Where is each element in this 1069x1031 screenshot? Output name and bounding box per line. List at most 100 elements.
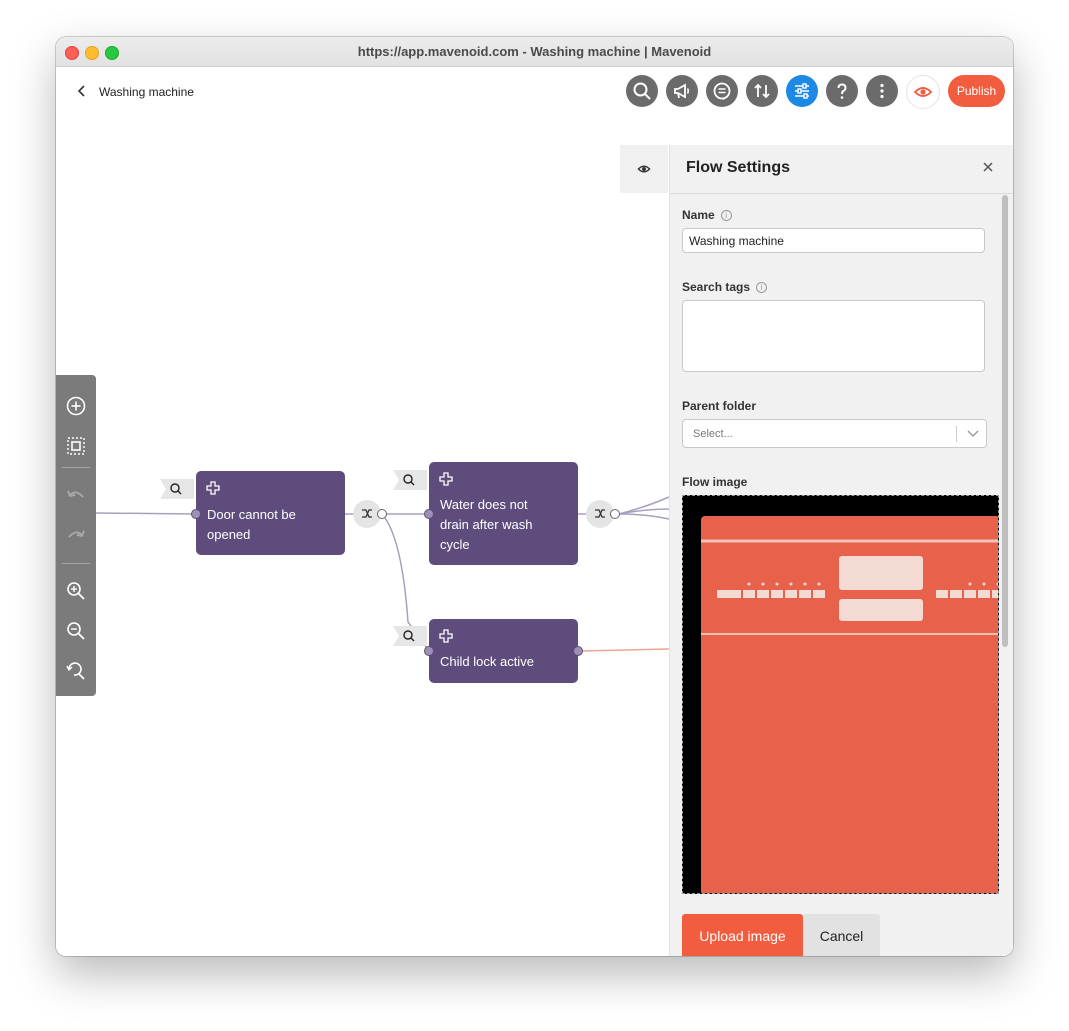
close-window-button[interactable] bbox=[65, 46, 79, 60]
megaphone-icon bbox=[674, 83, 690, 99]
zoom-window-button[interactable] bbox=[105, 46, 119, 60]
upload-image-button[interactable]: Upload image bbox=[682, 914, 803, 956]
flow-image-label: Flow image bbox=[682, 475, 748, 489]
add-node-icon bbox=[66, 396, 86, 416]
node-label: Water does not drain after wash cycle bbox=[440, 495, 533, 555]
breadcrumb: Washing machine bbox=[99, 85, 194, 99]
add-node-button[interactable] bbox=[64, 394, 88, 418]
output-port[interactable] bbox=[573, 646, 583, 656]
browser-window: https://app.mavenoid.com - Washing machi… bbox=[56, 37, 1013, 956]
chat-button[interactable] bbox=[706, 75, 738, 107]
parent-folder-placeholder: Select... bbox=[693, 428, 733, 440]
output-port[interactable] bbox=[377, 509, 387, 519]
back-button[interactable] bbox=[76, 84, 88, 103]
cancel-button[interactable]: Cancel bbox=[803, 914, 880, 956]
node-label: Child lock active bbox=[440, 652, 534, 672]
minimize-window-button[interactable] bbox=[85, 46, 99, 60]
name-label-text: Name bbox=[682, 208, 715, 222]
parent-folder-select[interactable]: Select... bbox=[682, 419, 987, 448]
flow-settings-button[interactable] bbox=[786, 75, 818, 107]
sliders-icon bbox=[795, 83, 809, 99]
node-label-line: Child lock active bbox=[440, 654, 534, 669]
more-button[interactable] bbox=[866, 75, 898, 107]
node-label: Door cannot be opened bbox=[207, 505, 296, 545]
node-type-icon bbox=[206, 481, 220, 495]
zoom-reset-icon bbox=[66, 662, 85, 680]
eye-icon bbox=[637, 165, 651, 173]
branch-icon bbox=[362, 509, 372, 518]
close-icon bbox=[983, 162, 993, 172]
branch-hub[interactable] bbox=[586, 500, 614, 528]
info-icon: i bbox=[756, 282, 768, 294]
search-icon bbox=[633, 82, 651, 100]
panel-preview-toggle[interactable] bbox=[620, 145, 668, 193]
node-tag[interactable] bbox=[393, 470, 427, 490]
search-tag-icon bbox=[393, 626, 427, 646]
select-area-icon bbox=[67, 437, 85, 455]
name-field[interactable] bbox=[682, 228, 985, 253]
flow-node[interactable]: Door cannot be opened bbox=[196, 471, 345, 555]
sort-arrows-icon bbox=[754, 83, 770, 99]
input-port[interactable] bbox=[424, 509, 434, 519]
panel-title: Flow Settings bbox=[686, 159, 790, 176]
canvas-toolbar bbox=[56, 375, 96, 696]
node-type-icon bbox=[439, 472, 453, 486]
parent-folder-label: Parent folder bbox=[682, 399, 757, 413]
chat-bubble-icon bbox=[713, 82, 731, 100]
zoom-in-icon bbox=[67, 582, 85, 600]
help-button[interactable] bbox=[826, 75, 858, 107]
window-title: https://app.mavenoid.com - Washing machi… bbox=[357, 44, 712, 59]
app-content: Washing machine Publish bbox=[56, 67, 1013, 956]
node-label-line: Door cannot be bbox=[207, 507, 296, 522]
chevron-down-icon bbox=[967, 430, 979, 437]
zoom-reset-button[interactable] bbox=[64, 659, 88, 683]
search-button[interactable] bbox=[626, 75, 658, 107]
node-type-icon bbox=[439, 629, 453, 643]
help-icon bbox=[837, 83, 847, 99]
search-tags-label-text: Search tags bbox=[682, 280, 751, 294]
announce-button[interactable] bbox=[666, 75, 698, 107]
undo-button[interactable] bbox=[64, 484, 88, 508]
redo-icon bbox=[68, 530, 85, 538]
branch-hub[interactable] bbox=[353, 500, 381, 528]
output-port[interactable] bbox=[610, 509, 620, 519]
close-panel-button[interactable] bbox=[982, 157, 994, 178]
node-label-line: Water does not bbox=[440, 497, 528, 512]
undo-icon bbox=[67, 490, 84, 498]
washing-machine-image bbox=[683, 496, 998, 893]
zoom-in-button[interactable] bbox=[64, 579, 88, 603]
more-icon bbox=[880, 83, 884, 99]
flow-node[interactable]: Child lock active bbox=[429, 619, 578, 683]
flow-edges bbox=[95, 496, 669, 652]
search-tags-label: Search tags i bbox=[682, 280, 768, 294]
toolbar-divider bbox=[62, 563, 90, 564]
zoom-out-icon bbox=[67, 622, 85, 640]
node-label-line: drain after wash bbox=[440, 517, 533, 532]
node-label-line: cycle bbox=[440, 537, 470, 552]
search-tag-icon bbox=[393, 470, 427, 490]
node-tag[interactable] bbox=[160, 479, 194, 499]
redo-button[interactable] bbox=[64, 524, 88, 548]
select-divider bbox=[956, 426, 957, 442]
panel-scrollbar[interactable] bbox=[1002, 195, 1008, 647]
zoom-out-button[interactable] bbox=[64, 619, 88, 643]
input-port[interactable] bbox=[191, 509, 201, 519]
preview-button[interactable] bbox=[906, 75, 940, 109]
eye-icon bbox=[913, 87, 933, 97]
chevron-left-icon bbox=[77, 85, 85, 97]
input-port[interactable] bbox=[424, 646, 434, 656]
select-area-button[interactable] bbox=[64, 434, 88, 458]
flow-node[interactable]: Water does not drain after wash cycle bbox=[429, 462, 578, 565]
flow-image-preview[interactable] bbox=[682, 495, 999, 894]
search-tags-field[interactable] bbox=[682, 300, 985, 372]
sort-button[interactable] bbox=[746, 75, 778, 107]
branch-icon bbox=[595, 509, 605, 518]
toolbar-divider bbox=[62, 467, 90, 468]
search-tag-icon bbox=[160, 479, 194, 499]
publish-button[interactable]: Publish bbox=[948, 75, 1005, 107]
node-tag[interactable] bbox=[393, 626, 427, 646]
node-label-line: opened bbox=[207, 527, 251, 542]
title-bar: https://app.mavenoid.com - Washing machi… bbox=[56, 37, 1013, 67]
